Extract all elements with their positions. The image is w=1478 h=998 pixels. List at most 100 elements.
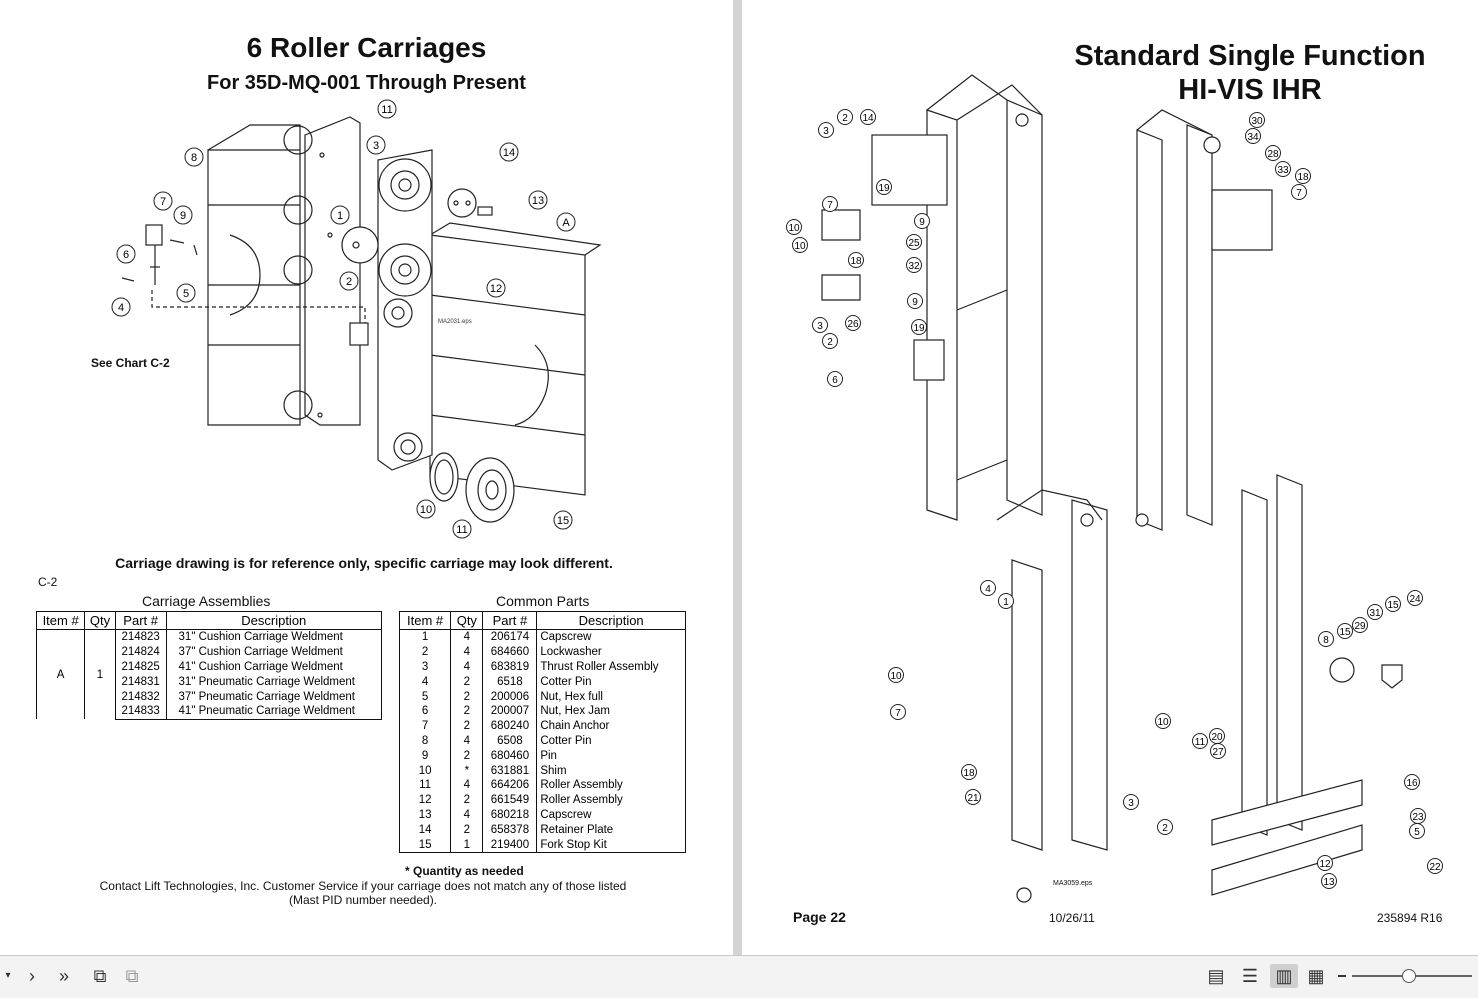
callout-circle [486, 278, 506, 298]
callout-circle [184, 147, 204, 167]
callout-label: 9 [919, 217, 925, 228]
dropdown-icon[interactable]: ▾ [5, 970, 11, 981]
part-cell: 658378 [482, 822, 538, 838]
item-cell: 12 [398, 792, 452, 808]
continuous-view-icon[interactable]: ☰ [1241, 966, 1259, 986]
qty-cell: 2 [450, 822, 484, 838]
callout-circle [1321, 873, 1337, 889]
callout-circle [906, 234, 922, 250]
callout-label: 31 [1369, 608, 1381, 619]
callout-label: 15 [1339, 627, 1351, 638]
qty-cell: 4 [450, 807, 484, 823]
callout-label: 14 [862, 113, 874, 124]
column-header: Description [536, 611, 686, 630]
part-cell: 219400 [482, 837, 538, 853]
part-cell: 680460 [482, 748, 538, 764]
callout-circle [1367, 604, 1383, 620]
callout-circle [998, 593, 1014, 609]
callout-label: 22 [1429, 862, 1441, 873]
callout-label: 19 [913, 323, 925, 334]
callout-circle [116, 244, 136, 264]
callout-label: 7 [895, 708, 901, 719]
callout-circle [1123, 794, 1139, 810]
rotate-icon[interactable]: ⧉ [93, 966, 107, 986]
part-cell: 214831 [114, 674, 167, 690]
disclaimer: Carriage drawing is for reference only, … [115, 555, 613, 571]
part-cell: 664206 [482, 777, 538, 793]
callout-label: 20 [1211, 732, 1223, 743]
export-icon[interactable]: ⧉ [125, 966, 139, 986]
callout-label: 27 [1212, 747, 1224, 758]
item-cell: 7 [398, 718, 452, 734]
two-page-continuous-icon[interactable]: ▦ [1307, 966, 1325, 986]
next-page-icon[interactable]: › [29, 966, 35, 986]
callout-circle [792, 237, 808, 253]
callout-circle [848, 252, 864, 268]
callout-circle [980, 580, 996, 596]
carriage-table-caption: Carriage Assemblies [142, 593, 271, 609]
callout-label: 3 [823, 126, 829, 137]
callout-label: 2 [346, 276, 352, 288]
callout-label: 24 [1409, 594, 1421, 605]
callout-label: 1 [1003, 597, 1009, 608]
contact-note-2: (Mast PID number needed). [288, 893, 438, 907]
last-page-icon[interactable]: » [58, 966, 69, 986]
description-cell: 31" Cushion Carriage Weldment [165, 629, 383, 645]
callout-label: 8 [191, 152, 197, 164]
two-page-view-icon[interactable]: ▥ [1270, 964, 1298, 988]
page-subtitle: For 35D-MQ-001 Through Present [207, 72, 526, 94]
right-title-line1: Standard Single Function [1074, 40, 1426, 72]
callout-label: 5 [1414, 827, 1420, 838]
column-header: Item # [35, 611, 86, 630]
item-cell: 10 [398, 763, 452, 778]
page-title: 6 Roller Carriages [246, 32, 487, 63]
column-header: Part # [482, 611, 538, 630]
callout-circle [176, 283, 196, 303]
callout-circle [111, 297, 131, 317]
zoom-slider-thumb[interactable] [1401, 969, 1416, 983]
drawing-filename: MA2031.eps [438, 319, 472, 325]
callout-circle [452, 519, 472, 539]
chart-ref: C-2 [38, 575, 58, 589]
zoom-out-icon[interactable] [1338, 975, 1346, 977]
callout-circle [1210, 743, 1226, 759]
description-cell: Capscrew [536, 807, 686, 823]
description-cell: 41" Pneumatic Carriage Weldment [165, 703, 383, 720]
callout-circle [1407, 590, 1423, 606]
callout-label: 12 [490, 283, 502, 295]
part-cell: 631881 [482, 763, 538, 778]
description-cell: Cotter Pin [536, 733, 686, 749]
callout-circle [1155, 713, 1171, 729]
contact-note: Contact Lift Technologies, Inc. Customer… [99, 879, 627, 893]
callout-label: 2 [1162, 823, 1168, 834]
callout-circle [366, 135, 386, 155]
item-cell: 11 [398, 777, 452, 793]
description-cell: Chain Anchor [536, 718, 686, 734]
callout-circle [1192, 733, 1208, 749]
parts-table-caption: Common Parts [496, 593, 590, 609]
zoom-slider[interactable] [1352, 969, 1472, 983]
callout-circle [1157, 819, 1173, 835]
callout-label: 19 [878, 183, 890, 194]
item-cell: A [35, 629, 86, 720]
callout-circle [812, 317, 828, 333]
description-cell: Fork Stop Kit [536, 837, 686, 853]
callout-label: 10 [1157, 717, 1169, 728]
callout-label: 26 [847, 319, 859, 330]
single-page-view-icon[interactable]: ▤ [1207, 966, 1225, 986]
description-cell: Nut, Hex full [536, 689, 686, 704]
part-cell: 214825 [114, 659, 167, 675]
see-chart-note: See Chart C-2 [91, 356, 170, 370]
